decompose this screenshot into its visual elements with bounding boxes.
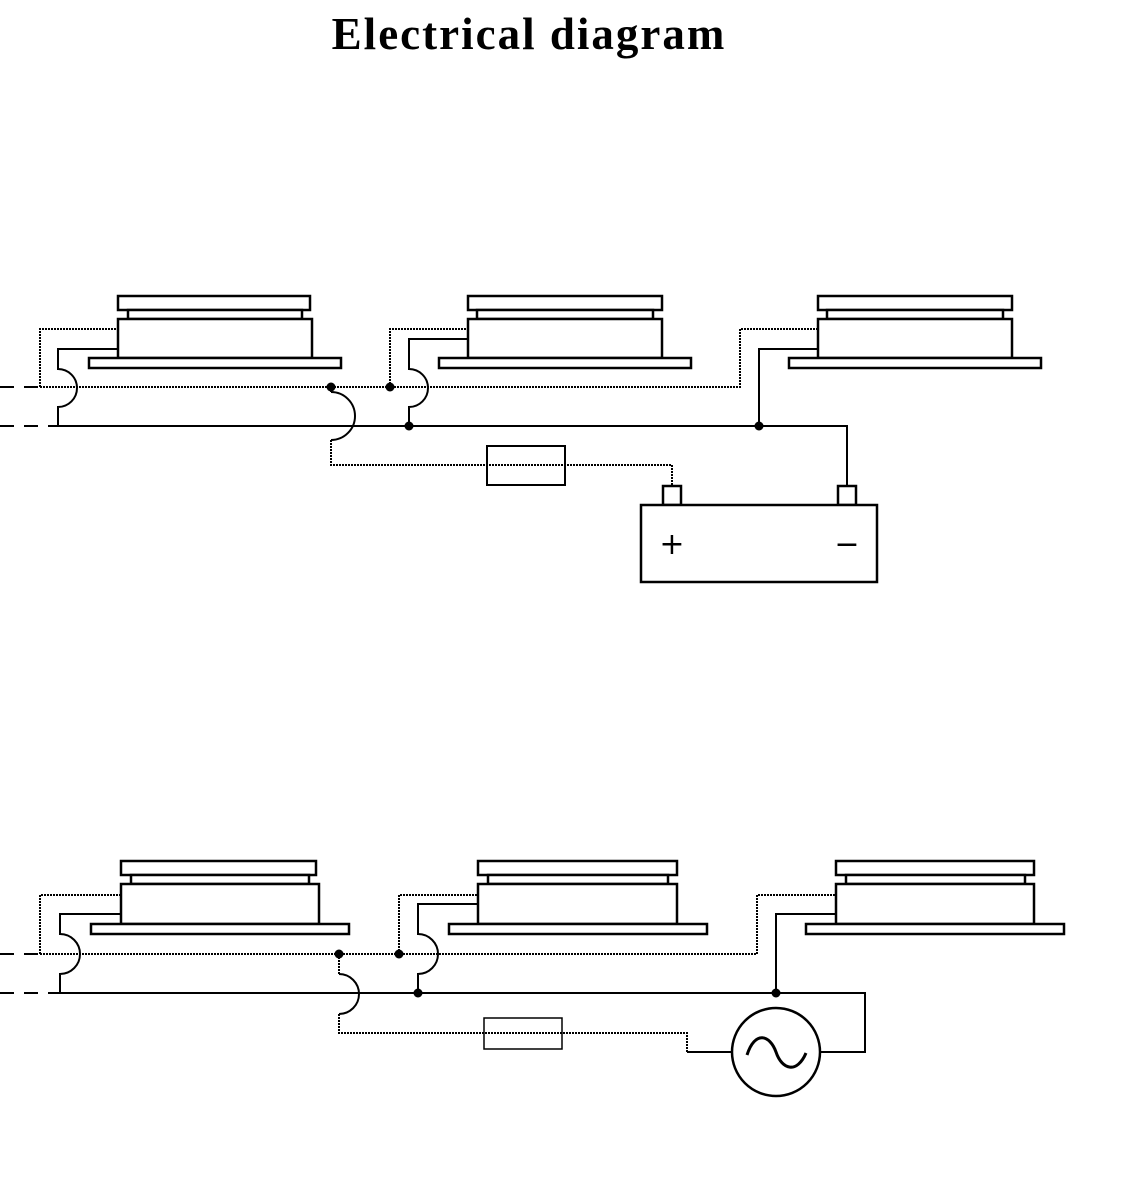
positive-drop-unit-2 — [398, 894, 478, 954]
negative-drop-unit-1 — [59, 913, 121, 993]
negative-drop-unit-2 — [417, 903, 478, 993]
unit-body — [466, 317, 664, 360]
junction-dot — [385, 382, 395, 392]
unit-2 — [437, 294, 693, 370]
unit-3 — [787, 294, 1043, 370]
unit-body — [816, 317, 1014, 360]
unit-base — [89, 922, 351, 936]
battery-body — [639, 503, 879, 584]
unit-top-plate — [476, 859, 679, 877]
unit-body — [476, 882, 679, 926]
junction-dot — [771, 988, 781, 998]
junction-dot — [326, 382, 336, 392]
positive-drop-unit-1 — [39, 328, 118, 387]
unit-top-plate — [466, 294, 664, 312]
unit-1 — [89, 859, 351, 936]
unit-top-plate — [116, 294, 312, 312]
battery-minus-label: − — [834, 527, 859, 562]
unit-top-plate — [816, 294, 1014, 312]
junction-dot — [334, 949, 344, 959]
positive-to-source — [338, 1014, 688, 1052]
unit-base — [447, 922, 709, 936]
battery-plus-label: + — [659, 527, 684, 562]
unit-top-plate — [834, 859, 1036, 877]
battery-negative-terminal — [836, 484, 858, 507]
sine-wave-icon — [745, 1036, 808, 1069]
fuse — [486, 445, 566, 486]
unit-spacer — [486, 873, 670, 886]
junction-dot — [394, 949, 404, 959]
unit-base — [437, 356, 693, 370]
unit-spacer — [126, 308, 304, 321]
negative-bus — [58, 425, 848, 486]
negative-drop-unit-3 — [775, 913, 836, 993]
unit-spacer — [825, 308, 1005, 321]
negative-drop-unit-3 — [758, 348, 818, 426]
dc-circuit: + − — [0, 294, 1043, 584]
positive-to-battery — [330, 440, 673, 486]
unit-body — [119, 882, 321, 926]
unit-base — [787, 356, 1043, 370]
junction-dot — [413, 988, 423, 998]
unit-spacer — [475, 308, 655, 321]
unit-2 — [447, 859, 709, 936]
unit-1 — [87, 294, 343, 370]
unit-3 — [804, 859, 1066, 936]
unit-base — [87, 356, 343, 370]
unit-top-plate — [119, 859, 318, 877]
ac-circuit — [0, 859, 1066, 1098]
unit-spacer — [129, 873, 311, 886]
negative-drop-unit-1 — [57, 348, 118, 426]
unit-body — [116, 317, 314, 360]
junction-dot — [404, 421, 414, 431]
junction-dot — [754, 421, 764, 431]
positive-drop-unit-2 — [389, 328, 468, 387]
battery-positive-terminal — [661, 484, 683, 507]
negative-bus — [60, 992, 866, 1053]
crossover-hop — [330, 391, 356, 441]
unit-base — [804, 922, 1066, 936]
fuse — [483, 1017, 563, 1050]
unit-body — [834, 882, 1036, 926]
battery: + − — [639, 484, 879, 584]
ac-source — [730, 1006, 822, 1098]
page-title: Electrical diagram — [331, 9, 727, 59]
unit-spacer — [844, 873, 1027, 886]
positive-drop-unit-1 — [39, 894, 121, 954]
negative-drop-unit-2 — [408, 338, 468, 426]
